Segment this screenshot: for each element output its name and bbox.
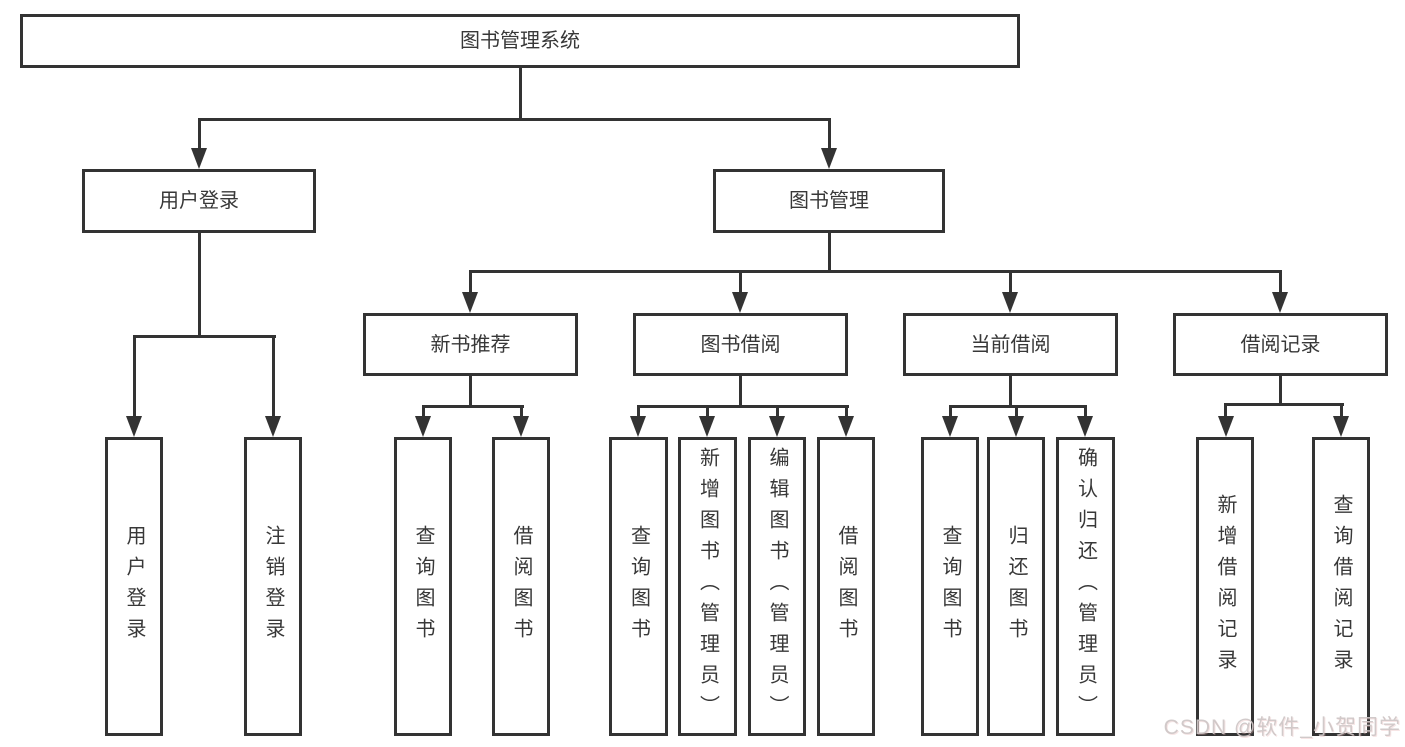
csdn-watermark: CSDN @软件_小贺同学 <box>1163 716 1401 739</box>
leaf-label: 借阅图书 <box>510 524 532 649</box>
connector <box>133 335 276 338</box>
arrowhead-down-icon <box>1002 292 1018 313</box>
node-label: 新书推荐 <box>430 333 511 356</box>
leaf-add-borrow-record: 新增借阅记录 <box>1196 437 1254 736</box>
arrowhead-down-icon <box>1272 292 1288 313</box>
arrowhead-down-icon <box>1077 416 1093 437</box>
leaf-user-login: 用户登录 <box>105 437 163 736</box>
connector <box>469 270 472 292</box>
connector <box>198 118 831 121</box>
leaf-label: 注销登录 <box>262 524 284 649</box>
arrowhead-down-icon <box>732 292 748 313</box>
connector <box>198 233 201 338</box>
leaf-confirm-return-admin: 确认归还（管理员） <box>1056 437 1115 736</box>
connector <box>706 405 709 416</box>
connector <box>1279 270 1282 292</box>
leaf-label: 查询图书 <box>627 524 650 649</box>
leaf-label: 新增图书（管理员） <box>696 447 719 726</box>
node-new-book-recommend: 新书推荐 <box>363 313 578 376</box>
connector <box>1009 270 1012 292</box>
arrowhead-down-icon <box>630 416 646 437</box>
connector <box>637 405 849 408</box>
leaf-add-books-admin: 新增图书（管理员） <box>678 437 737 736</box>
leaf-query-books-recommend: 查询图书 <box>394 437 452 736</box>
leaf-label: 归还图书 <box>1005 524 1027 649</box>
arrowhead-down-icon <box>265 416 281 437</box>
node-label: 用户登录 <box>159 190 239 212</box>
arrowhead-down-icon <box>942 416 958 437</box>
leaf-label: 借阅图书 <box>835 524 857 649</box>
leaf-query-books-current: 查询图书 <box>921 437 979 736</box>
node-borrow-records: 借阅记录 <box>1173 313 1388 376</box>
connector <box>739 270 742 292</box>
connector <box>1015 405 1018 416</box>
arrowhead-down-icon <box>191 148 207 169</box>
leaf-logout: 注销登录 <box>244 437 302 736</box>
arrowhead-down-icon <box>1218 416 1234 437</box>
node-current-borrowing: 当前借阅 <box>903 313 1118 376</box>
connector <box>133 335 136 416</box>
connector <box>1224 403 1344 406</box>
connector <box>949 405 952 416</box>
leaf-label: 新增借阅记录 <box>1214 493 1236 680</box>
arrowhead-down-icon <box>769 416 785 437</box>
leaf-label: 编辑图书（管理员） <box>766 447 788 726</box>
node-user-login: 用户登录 <box>82 169 316 233</box>
arrowhead-down-icon <box>838 416 854 437</box>
node-label: 图书借阅 <box>700 333 781 356</box>
connector <box>422 405 524 408</box>
connector <box>828 118 831 150</box>
arrowhead-down-icon <box>821 148 837 169</box>
connector <box>469 270 1282 273</box>
connector <box>1340 403 1343 416</box>
node-label: 当前借阅 <box>970 333 1051 356</box>
connector <box>520 405 523 416</box>
node-label: 借阅记录 <box>1240 333 1321 356</box>
connector <box>1084 405 1087 416</box>
arrowhead-down-icon <box>513 416 529 437</box>
leaf-borrow-books-borrowing: 借阅图书 <box>817 437 875 736</box>
connector <box>828 233 831 273</box>
leaf-label: 查询图书 <box>939 524 961 649</box>
arrowhead-down-icon <box>1333 416 1349 437</box>
leaf-borrow-books-recommend: 借阅图书 <box>492 437 550 736</box>
connector <box>637 405 640 416</box>
arrowhead-down-icon <box>126 416 142 437</box>
connector <box>739 376 742 408</box>
leaf-query-borrow-record: 查询借阅记录 <box>1312 437 1370 736</box>
connector <box>1009 376 1012 408</box>
node-book-borrowing: 图书借阅 <box>633 313 848 376</box>
leaf-edit-books-admin: 编辑图书（管理员） <box>748 437 806 736</box>
connector <box>272 335 275 416</box>
node-root-title: 图书管理系统 <box>20 14 1020 68</box>
leaf-query-books-borrowing: 查询图书 <box>609 437 668 736</box>
leaf-label: 确认归还（管理员） <box>1074 447 1097 726</box>
connector <box>422 405 425 416</box>
node-book-management: 图书管理 <box>713 169 945 233</box>
connector <box>519 68 522 118</box>
leaf-return-books: 归还图书 <box>987 437 1045 736</box>
connector <box>1224 403 1227 416</box>
connector <box>776 405 779 416</box>
connector <box>1279 376 1282 406</box>
leaf-label: 查询图书 <box>412 524 434 649</box>
connector <box>845 405 848 416</box>
leaf-label: 查询借阅记录 <box>1330 493 1352 680</box>
node-label: 图书管理 <box>789 190 869 212</box>
arrowhead-down-icon <box>699 416 715 437</box>
arrowhead-down-icon <box>462 292 478 313</box>
node-label: 图书管理系统 <box>460 30 580 52</box>
leaf-label: 用户登录 <box>123 524 145 649</box>
arrowhead-down-icon <box>1008 416 1024 437</box>
arrowhead-down-icon <box>415 416 431 437</box>
connector <box>198 118 201 150</box>
connector <box>469 376 472 408</box>
